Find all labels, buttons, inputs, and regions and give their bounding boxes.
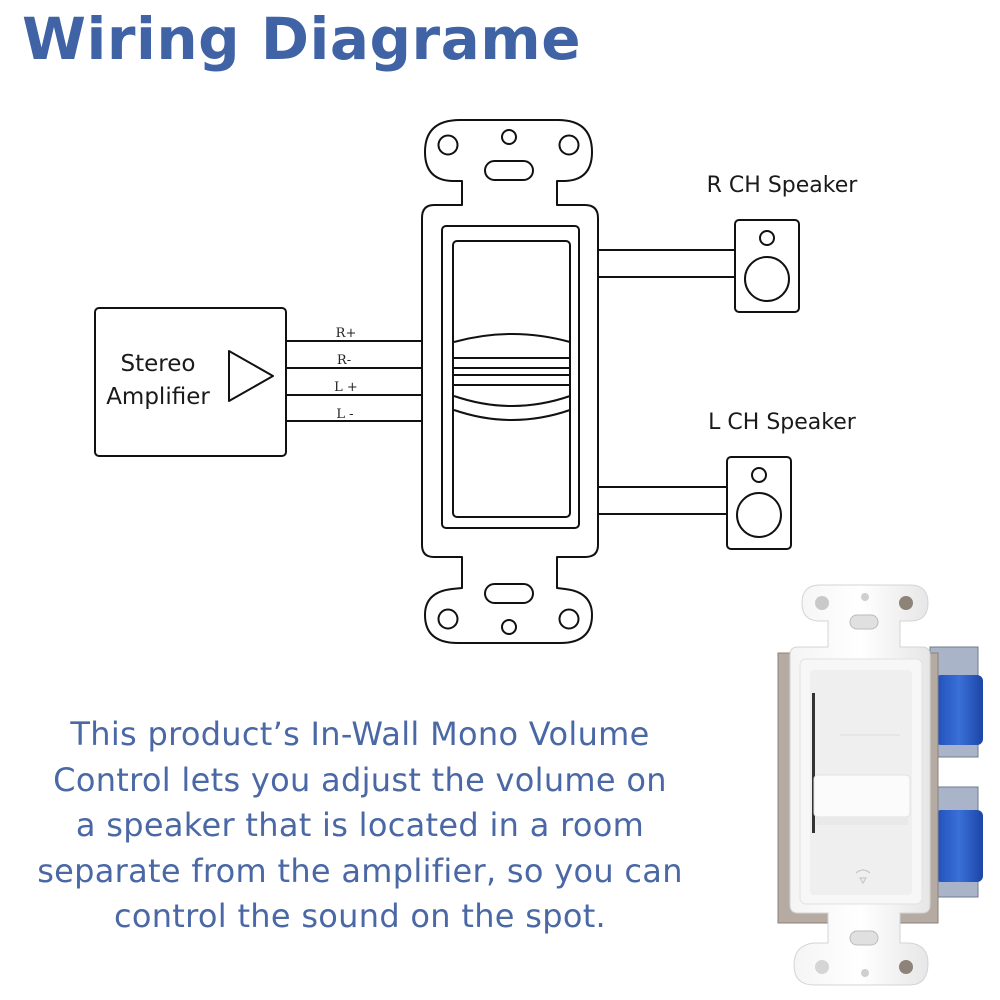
l-ch-speaker-label: L CH Speaker [708,410,857,435]
speaker-glyph-icon [855,869,871,885]
amplifier-label-line1: Stereo [121,351,196,377]
slider-track [452,240,571,518]
hole-bottom-center [501,619,517,635]
amplifier-box [94,307,287,457]
plate-outline [421,119,599,644]
r-ch-speaker-label: R CH Speaker [707,173,859,198]
product-photo [777,584,983,986]
screw-hole-top-right [558,134,580,156]
white-plate [789,584,931,986]
wire-label-l-plus: L + [334,380,358,395]
description-line: Control lets you adjust the volume on [53,760,667,799]
slot-bottom [484,583,534,604]
volume-control-plate [421,119,599,644]
amplifier-triangle-icon [228,350,274,402]
stereo-amplifier [94,307,287,457]
screw-hole-top-left [437,134,459,156]
wire-label-r-minus: R- [337,353,351,368]
screw-hole-bottom-left [437,608,459,630]
l-ch-speaker-icon [726,456,792,550]
hole-top-center [501,129,517,145]
screw-hole-bottom-right [558,608,580,630]
description-line: a speaker that is located in a room [75,806,645,844]
slot-top [484,160,534,181]
wire-label-l-minus: L - [336,407,353,422]
speaker-wires [598,249,735,515]
page-title: Wiring Diagrame [22,5,582,73]
amp-wires [286,340,422,422]
product-description: This product’s In-Wall Mono Volume Contr… [0,712,720,940]
wire-label-r-plus: R+ [336,326,357,341]
description-line: control the sound on the spot. [113,897,607,935]
description-line: separate from the amplifier, so you can [37,851,683,890]
slider-knob-photo [813,774,911,818]
r-ch-speaker-icon [734,219,800,313]
outer-frame [441,225,580,529]
amplifier-label-line2: Amplifier [106,384,210,410]
description-line: This product’s In-Wall Mono Volume [70,715,650,753]
slider-knob [453,333,571,421]
